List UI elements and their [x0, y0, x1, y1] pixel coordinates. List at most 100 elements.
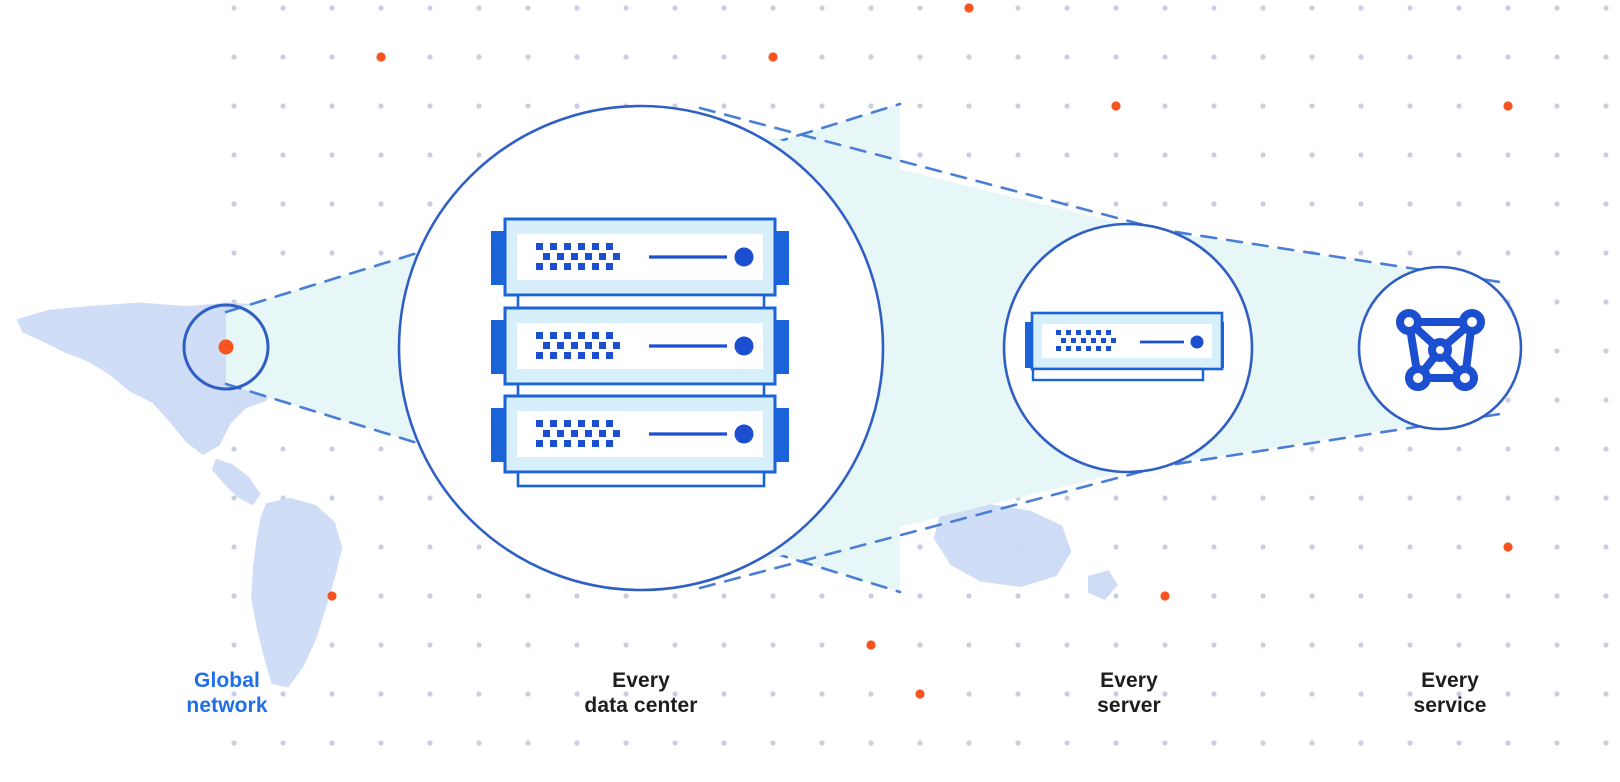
- grid-dot: [1554, 54, 1560, 60]
- grid-dot: [1211, 691, 1217, 697]
- grid-dot: [721, 103, 727, 109]
- grid-dot: [231, 544, 237, 550]
- grid-dot: [672, 593, 678, 599]
- grid-dot: [917, 593, 923, 599]
- grid-dot: [917, 54, 923, 60]
- grid-dot: [917, 152, 923, 158]
- grid-dot: [280, 691, 286, 697]
- grid-dot: [427, 152, 433, 158]
- highlight-dot: [768, 52, 778, 62]
- grid-dot: [525, 103, 531, 109]
- grid-dot: [1211, 152, 1217, 158]
- grid-dot: [427, 495, 433, 501]
- grid-dot: [231, 5, 237, 11]
- grid-dot: [1358, 250, 1364, 256]
- grid-dot: [1358, 691, 1364, 697]
- grid-dot: [525, 691, 531, 697]
- grid-dot: [1456, 152, 1462, 158]
- grid-dot: [1603, 397, 1609, 403]
- grid-dot: [378, 5, 384, 11]
- grid-dot: [1407, 593, 1413, 599]
- grid-dot: [1162, 691, 1168, 697]
- grid-dot: [1260, 642, 1266, 648]
- grid-dot: [1113, 54, 1119, 60]
- grid-dot: [525, 593, 531, 599]
- grid-dot: [329, 152, 335, 158]
- grid-dot: [1554, 495, 1560, 501]
- grid-dot: [378, 446, 384, 452]
- grid-dot: [1309, 5, 1315, 11]
- grid-dot: [1309, 593, 1315, 599]
- grid-dot: [770, 691, 776, 697]
- grid-dot: [770, 103, 776, 109]
- grid-dot: [574, 54, 580, 60]
- grid-dot: [476, 152, 482, 158]
- grid-dot: [819, 740, 825, 746]
- grid-dot: [1358, 152, 1364, 158]
- grid-dot: [1211, 544, 1217, 550]
- grid-dot: [1015, 642, 1021, 648]
- grid-dot: [1603, 691, 1609, 697]
- grid-dot: [378, 642, 384, 648]
- grid-dot: [1162, 495, 1168, 501]
- grid-dot: [378, 103, 384, 109]
- grid-dot: [1260, 740, 1266, 746]
- grid-dot: [1554, 152, 1560, 158]
- grid-dot: [1407, 740, 1413, 746]
- grid-dot: [1554, 103, 1560, 109]
- grid-dot: [1358, 201, 1364, 207]
- grid-dot: [1064, 593, 1070, 599]
- grid-dot: [1113, 691, 1119, 697]
- grid-dot: [1113, 740, 1119, 746]
- grid-dot: [1064, 54, 1070, 60]
- grid-dot: [1358, 593, 1364, 599]
- grid-dot: [1260, 5, 1266, 11]
- grid-dot: [1554, 691, 1560, 697]
- grid-dot: [721, 54, 727, 60]
- grid-dot: [231, 691, 237, 697]
- grid-dot: [1162, 152, 1168, 158]
- grid-dot: [917, 740, 923, 746]
- grid-dot: [1358, 103, 1364, 109]
- grid-dot: [966, 593, 972, 599]
- grid-dot: [868, 740, 874, 746]
- grid-dot: [1211, 201, 1217, 207]
- grid-dot: [1456, 593, 1462, 599]
- grid-dot: [574, 103, 580, 109]
- grid-dot: [1505, 201, 1511, 207]
- grid-dot: [966, 642, 972, 648]
- grid-dot: [1309, 740, 1315, 746]
- grid-dot: [231, 54, 237, 60]
- grid-dot: [1554, 446, 1560, 452]
- grid-dot: [966, 103, 972, 109]
- grid-dot: [329, 691, 335, 697]
- grid-dot: [1358, 495, 1364, 501]
- server-rack-unit-1: [491, 217, 789, 311]
- grid-dot: [1603, 201, 1609, 207]
- grid-dot: [1505, 593, 1511, 599]
- grid-dot: [1113, 152, 1119, 158]
- grid-dot: [525, 740, 531, 746]
- grid-dot: [525, 54, 531, 60]
- grid-dot: [427, 642, 433, 648]
- grid-dot: [1407, 152, 1413, 158]
- grid-dot: [917, 642, 923, 648]
- grid-dot: [329, 5, 335, 11]
- highlight-dot: [1503, 101, 1513, 111]
- grid-dot: [476, 54, 482, 60]
- grid-dot: [1603, 593, 1609, 599]
- grid-dot: [770, 740, 776, 746]
- grid-dot: [1407, 495, 1413, 501]
- grid-dot: [525, 642, 531, 648]
- grid-dot: [721, 691, 727, 697]
- grid-dot: [574, 5, 580, 11]
- grid-dot: [1505, 250, 1511, 256]
- grid-dot: [966, 691, 972, 697]
- grid-dot: [1162, 103, 1168, 109]
- grid-dot: [1260, 152, 1266, 158]
- grid-dot: [819, 5, 825, 11]
- grid-dot: [1505, 740, 1511, 746]
- grid-dot: [1260, 54, 1266, 60]
